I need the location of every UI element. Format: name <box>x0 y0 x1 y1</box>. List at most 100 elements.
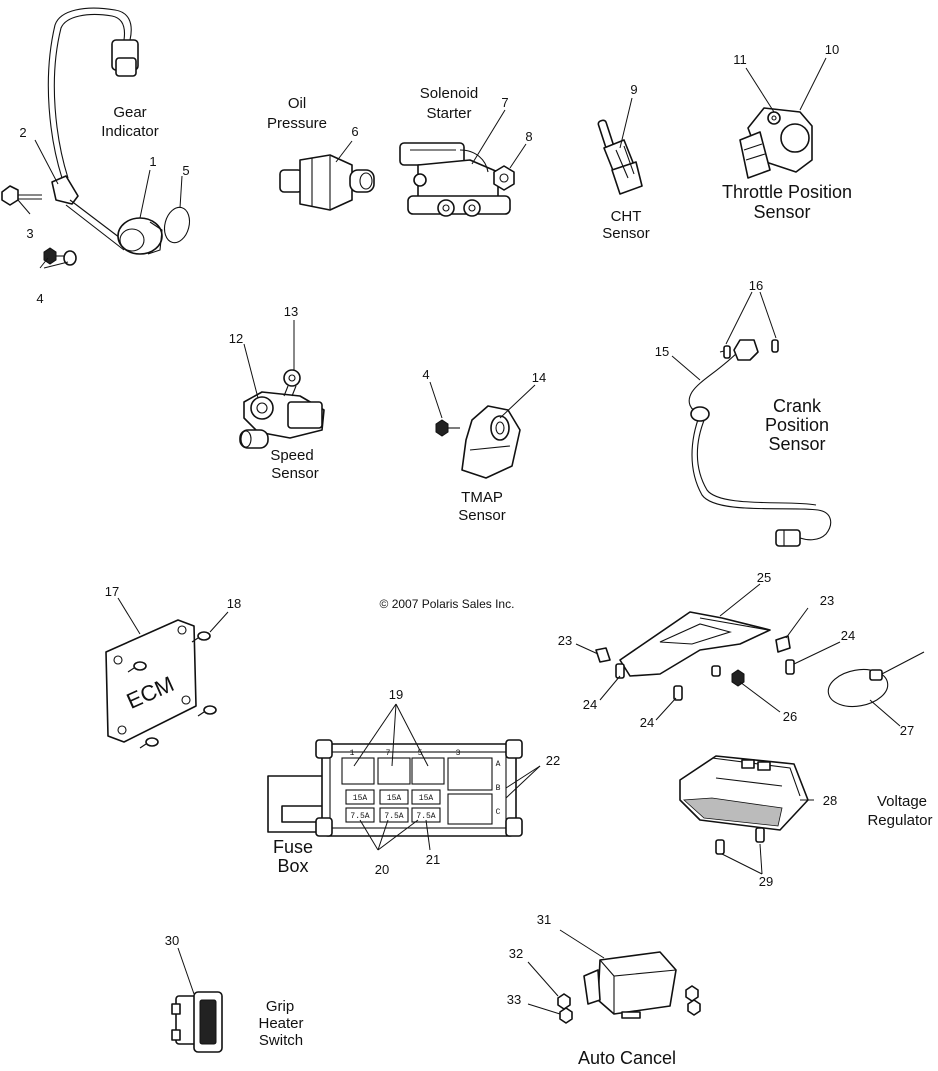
callout-10: 10 <box>825 42 839 57</box>
crank-label-line2: Position <box>765 415 829 435</box>
screws-18 <box>127 631 217 749</box>
callout-30: 30 <box>165 933 179 948</box>
fuse-side-letter-b: B <box>496 784 501 793</box>
callout-26: 26 <box>783 709 797 724</box>
tps-label-line1: Throttle Position <box>722 182 852 202</box>
callout-32: 32 <box>509 946 523 961</box>
bolt-13 <box>283 369 301 397</box>
callout-33: 33 <box>507 992 521 1007</box>
cht-label-line2: Sensor <box>602 225 650 242</box>
callout-18: 18 <box>227 596 241 611</box>
grip-heater-label-line2: Heater <box>258 1015 303 1032</box>
gear-indicator-assembly <box>1 7 191 266</box>
callout-9: 9 <box>630 82 637 97</box>
fuse-side-letter-c: C <box>496 808 501 817</box>
fuse-slot-number-7: 7 <box>386 749 391 758</box>
callout-27: 27 <box>900 723 914 738</box>
fuse-box-label-line2: Box <box>277 856 308 876</box>
callout-11: 11 <box>733 52 747 67</box>
callout-6: 6 <box>351 124 358 139</box>
throttle-position-sensor <box>739 107 813 179</box>
callout-13: 13 <box>284 304 298 319</box>
auto-cancel-module <box>583 951 677 1019</box>
fuse-box: 15A 15A 15A 7.5A 7.5A 7.5A 1 7 5 3 A B C <box>267 739 523 837</box>
fuse-side-letter-a: A <box>496 760 501 769</box>
fuse-slot-number-1: 1 <box>350 749 355 758</box>
callout-20: 20 <box>375 862 389 877</box>
oil-pressure-sensor <box>279 154 375 211</box>
callout-22: 22 <box>546 753 560 768</box>
gear-indicator-label-line2: Indicator <box>101 123 159 140</box>
voltage-regulator-label-line2: Regulator <box>867 812 932 829</box>
grip-heater-label-line1: Grip <box>266 998 294 1015</box>
tmap-label-line2: Sensor <box>458 507 506 524</box>
callout-14: 14 <box>532 370 546 385</box>
mounting-bracket <box>619 611 771 677</box>
callout-23-right: 23 <box>820 593 834 608</box>
cht-label-line1: CHT <box>611 208 642 225</box>
callout-15: 15 <box>655 344 669 359</box>
callout-16: 16 <box>749 278 763 293</box>
solenoid-starter <box>399 142 511 217</box>
grip-heater-switch <box>171 991 223 1053</box>
callout-29: 29 <box>759 874 773 889</box>
callout-31: 31 <box>537 912 551 927</box>
callout-12: 12 <box>229 331 243 346</box>
callout-8: 8 <box>525 129 532 144</box>
callout-19: 19 <box>389 687 403 702</box>
fuse-slot-number-3: 3 <box>456 749 461 758</box>
fuse-rating-2: 15A <box>387 794 402 803</box>
crank-label-line1: Crank <box>773 396 822 416</box>
clips-23 <box>595 635 791 663</box>
grip-heater-label-line3: Switch <box>259 1032 303 1049</box>
callout-24-left: 24 <box>583 697 597 712</box>
callout-24-right: 24 <box>841 628 855 643</box>
callout-25: 25 <box>757 570 771 585</box>
screws-29 <box>715 827 765 855</box>
oil-pressure-label-line2: Pressure <box>267 115 327 132</box>
crank-label-line3: Sensor <box>768 434 825 454</box>
speed-sensor-label-line2: Sensor <box>271 465 319 482</box>
auto-cancel-label: Auto Cancel <box>578 1048 676 1066</box>
copyright-notice: © 2007 Polaris Sales Inc. <box>380 597 515 611</box>
gear-indicator-label-line1: Gear <box>113 104 146 121</box>
fuse-rating-5: 7.5A <box>384 812 403 821</box>
callout-4-gear: 4 <box>36 291 43 306</box>
bolt-3 <box>1 185 42 206</box>
tmap-sensor <box>461 405 521 479</box>
fuse-rating-3: 15A <box>419 794 434 803</box>
fastener-26 <box>731 669 745 687</box>
callout-17: 17 <box>105 584 119 599</box>
crank-position-sensor <box>688 339 832 547</box>
tmap-label-line1: TMAP <box>461 489 503 506</box>
callout-3: 3 <box>26 226 33 241</box>
fuse-box-label-line1: Fuse <box>273 837 313 857</box>
callout-21: 21 <box>426 852 440 867</box>
nuts-32-33 <box>557 985 701 1024</box>
nut-8 <box>493 165 515 191</box>
fuse-slot-number-5: 5 <box>418 749 423 758</box>
callout-4-tmap: 4 <box>422 367 429 382</box>
bolts-16 <box>723 339 779 359</box>
speed-sensor-label-line1: Speed <box>270 447 313 464</box>
screws-24 <box>615 659 795 701</box>
speed-sensor <box>239 391 325 449</box>
fuse-rating-4: 7.5A <box>350 812 369 821</box>
cht-sensor <box>597 119 643 195</box>
callout-7: 7 <box>501 95 508 110</box>
oil-pressure-label-line1: Oil <box>288 95 306 112</box>
solenoid-label-line2: Starter <box>426 105 471 122</box>
callout-5: 5 <box>182 163 189 178</box>
callout-1: 1 <box>149 154 156 169</box>
voltage-regulator-label-line1: Voltage <box>877 793 927 810</box>
tps-label-line2: Sensor <box>753 202 810 222</box>
voltage-regulator <box>679 755 809 831</box>
fuse-rating-6: 7.5A <box>416 812 435 821</box>
solenoid-label-line1: Solenoid <box>420 85 478 102</box>
bolt-4-tmap <box>435 419 460 437</box>
ecm-module: ECM <box>105 619 197 743</box>
callout-23-left: 23 <box>558 633 572 648</box>
cable-tie-27 <box>827 651 925 708</box>
